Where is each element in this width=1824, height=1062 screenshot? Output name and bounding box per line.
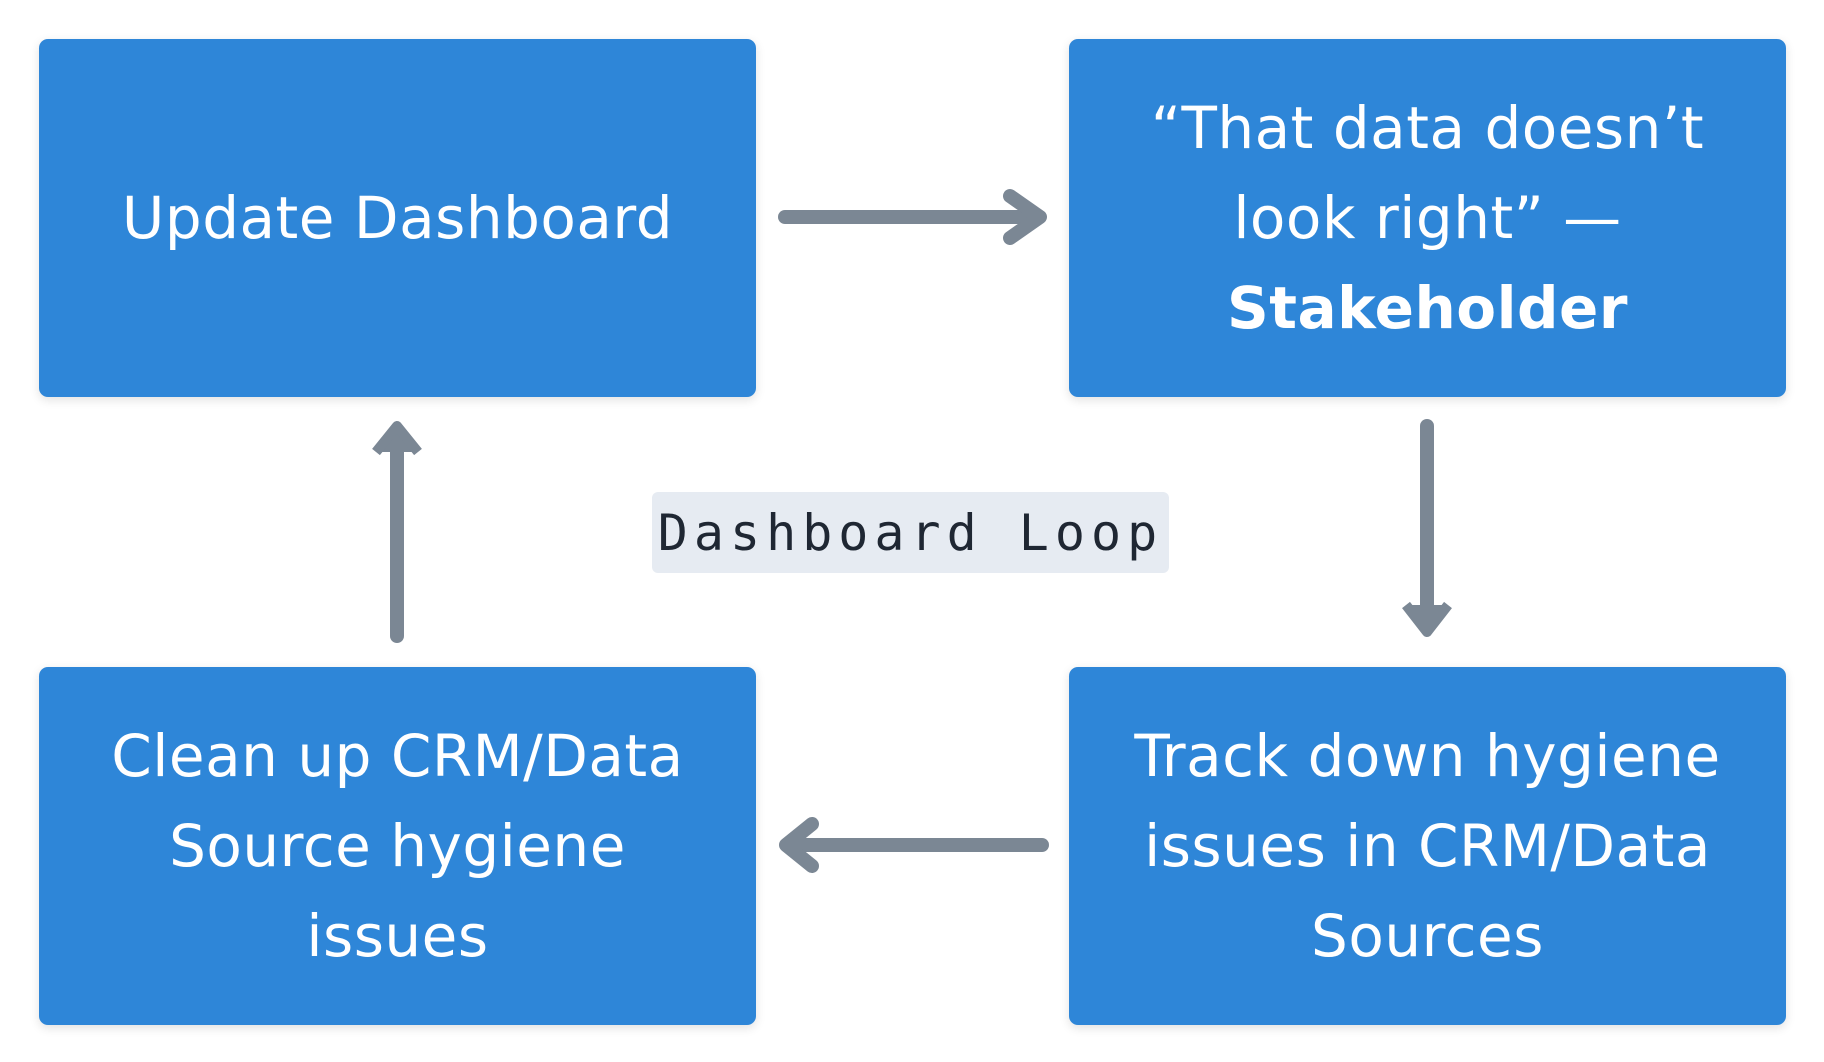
arrow-up-icon (372, 421, 422, 643)
step-clean-line-3: issues (306, 902, 489, 970)
step-stakeholder-label: Stakeholder (1227, 274, 1628, 342)
step-track-hygiene-issues: Track down hygiene issues in CRM/Data So… (1069, 667, 1786, 1025)
step-clean-line-1: Clean up CRM/Data (111, 722, 684, 790)
arrow-down-icon (1402, 419, 1452, 637)
arrow-left-icon (779, 817, 1049, 873)
step-track-line-2: issues in CRM/Data (1144, 812, 1711, 880)
step-stakeholder-feedback: “That data doesn’t look right” — Stakeho… (1069, 39, 1786, 397)
step-track-line-1: Track down hygiene (1134, 722, 1721, 790)
step-track-line-3: Sources (1311, 902, 1544, 970)
step-update-dashboard: Update Dashboard (39, 39, 756, 397)
arrow-right-icon (778, 189, 1047, 245)
step-update-dashboard-text: Update Dashboard (121, 184, 674, 252)
step-stakeholder-feedback-line-1: “That data doesn’t (1150, 94, 1705, 162)
step-clean-up-hygiene: Clean up CRM/Data Source hygiene issues (39, 667, 756, 1025)
loop-title: Dashboard Loop (652, 492, 1169, 573)
step-clean-line-2: Source hygiene (169, 812, 626, 880)
step-stakeholder-feedback-line-2: look right” — (1233, 184, 1622, 252)
